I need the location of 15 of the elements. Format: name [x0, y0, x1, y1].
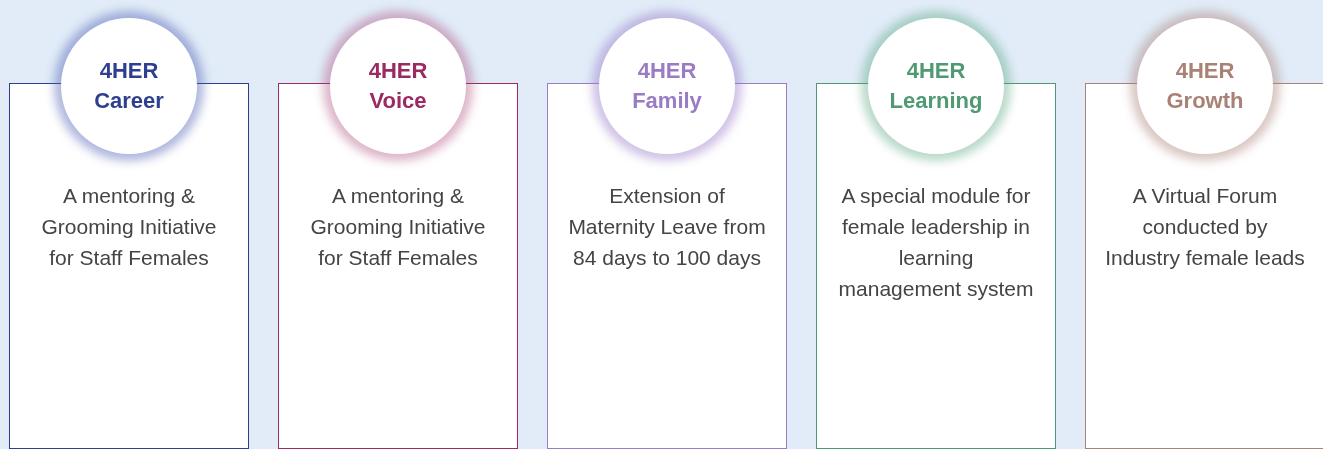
card [1085, 83, 1323, 449]
card [816, 83, 1056, 449]
card [9, 83, 249, 449]
card-heading: 4HER Learning [888, 57, 984, 115]
card-heading: 4HER Growth [1165, 57, 1245, 115]
card-description: A mentoring & Grooming Initiative for Staff Females [40, 183, 218, 271]
card-heading: 4HER Voice [367, 57, 429, 115]
card [278, 83, 518, 449]
card-description: A Virtual Forum conducted by Industry female leads [1105, 183, 1305, 271]
card-description: Extension of Maternity Leave from 84 days to 100 days [567, 183, 767, 271]
card-heading: 4HER Family [631, 57, 703, 115]
card-heading: 4HER Career [93, 57, 165, 115]
card-description: A mentoring & Grooming Initiative for Staff Females [309, 183, 487, 271]
card-description: A special module for female leadership in learning management system [837, 183, 1035, 302]
card [547, 83, 787, 449]
